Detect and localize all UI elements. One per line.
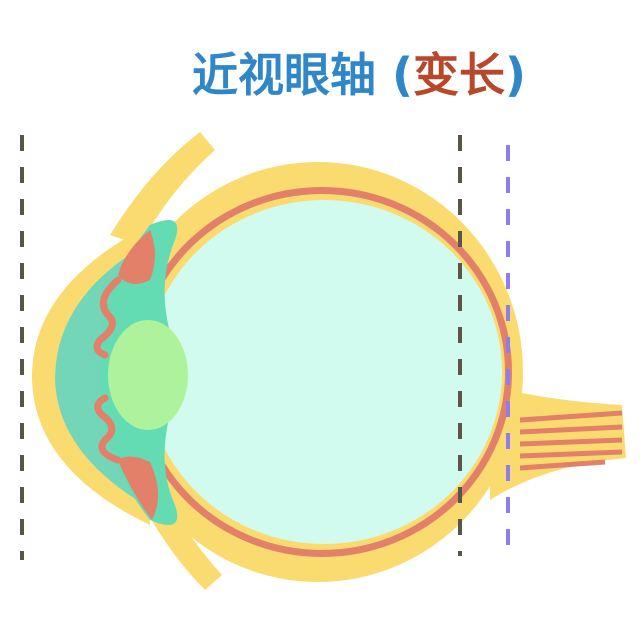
title-suffix: ) bbox=[505, 48, 527, 102]
lower-ciliary-muscle bbox=[118, 456, 159, 520]
title-highlight: 变长 bbox=[413, 48, 506, 102]
upper-eyelid bbox=[110, 132, 215, 245]
lower-iris bbox=[94, 394, 122, 464]
lens bbox=[108, 320, 188, 430]
upper-ciliary-muscle bbox=[118, 230, 155, 284]
optic-nerve-fibers bbox=[519, 410, 623, 471]
vitreous-body bbox=[146, 200, 502, 544]
diagram-title: 近视眼轴 (变长) bbox=[192, 52, 526, 98]
title-prefix: 近视眼轴 ( bbox=[192, 48, 414, 102]
upper-iris bbox=[93, 276, 122, 359]
